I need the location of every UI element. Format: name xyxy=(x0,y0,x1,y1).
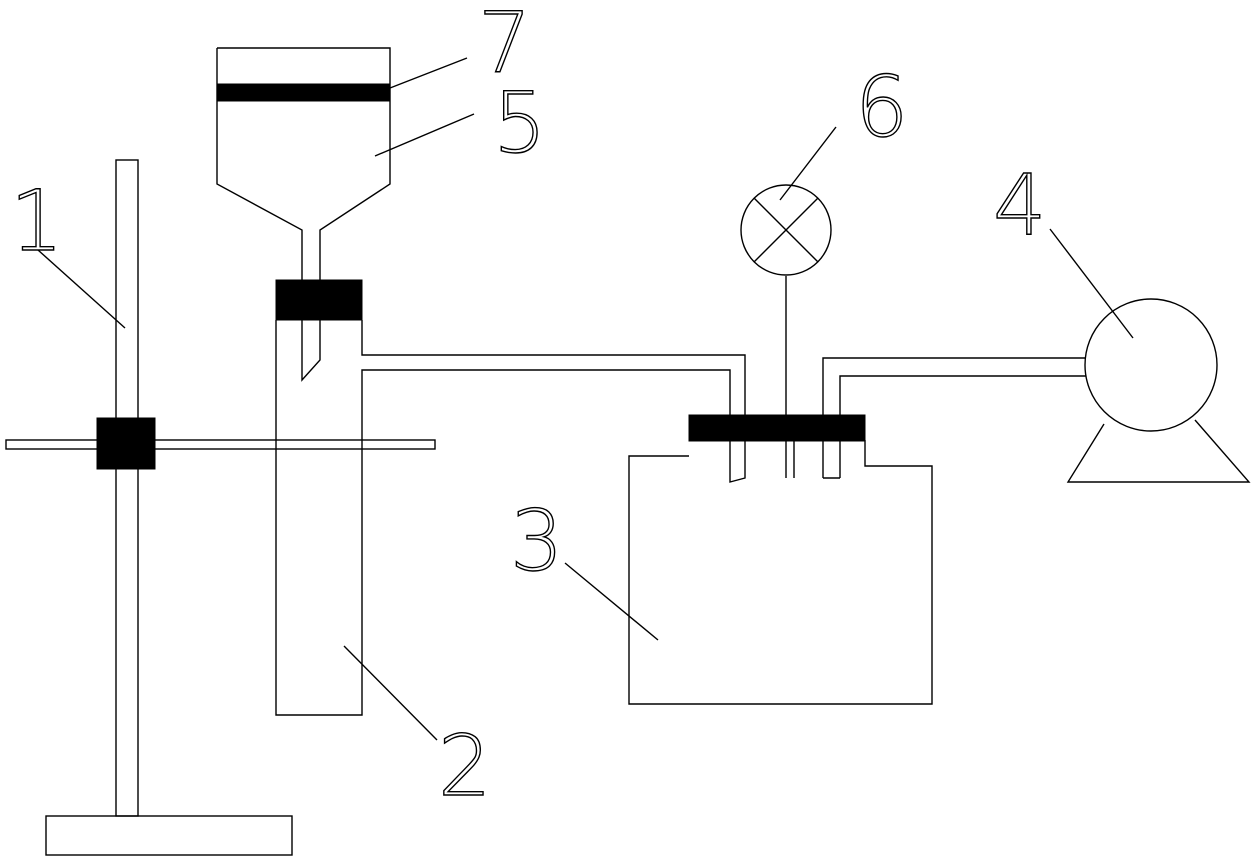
leader-7 xyxy=(389,57,468,89)
pump-tube-path xyxy=(822,357,1086,479)
retort-stand xyxy=(5,159,436,856)
pump-body xyxy=(1084,298,1218,432)
label-5: 5 xyxy=(493,74,546,172)
leader-lines xyxy=(37,57,1134,741)
leader-6 xyxy=(779,126,837,201)
pump-base xyxy=(1066,419,1251,483)
label-4: 4 xyxy=(993,156,1046,254)
part-labels: 1 2 3 4 5 6 7 xyxy=(9,0,1047,816)
stand-rod xyxy=(115,159,139,817)
gauge-cross-2 xyxy=(753,197,819,263)
gauge xyxy=(740,184,832,276)
stand-arm xyxy=(5,439,436,450)
leader-2 xyxy=(343,645,438,741)
bottle-body xyxy=(628,440,933,705)
gauge-dial xyxy=(740,184,832,276)
leader-4 xyxy=(1049,228,1134,339)
bottle xyxy=(628,276,933,705)
stand-base xyxy=(45,815,293,856)
label-3: 3 xyxy=(510,492,563,590)
bottle-stopper xyxy=(688,414,866,442)
funnel xyxy=(216,47,391,382)
leader-1 xyxy=(37,249,126,329)
leader-5 xyxy=(374,113,475,157)
leader-3 xyxy=(564,562,659,641)
funnel-body-left xyxy=(216,48,303,282)
label-1: 1 xyxy=(10,172,63,270)
pump-tube xyxy=(822,357,1086,479)
tube-stopper xyxy=(275,279,363,321)
label-6: 6 xyxy=(855,58,908,156)
filter-band xyxy=(216,83,391,102)
stand-clamp xyxy=(96,417,156,470)
funnel-body xyxy=(217,47,391,282)
pump xyxy=(1066,298,1251,483)
funnel-stem-tip xyxy=(301,320,321,382)
label-2: 2 xyxy=(438,717,491,815)
label-7: 7 xyxy=(478,0,531,92)
